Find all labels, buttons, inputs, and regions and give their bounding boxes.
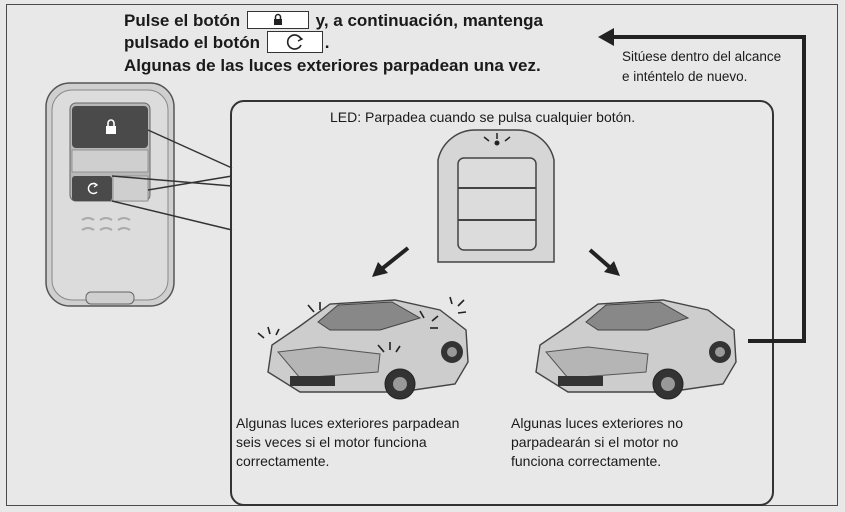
instruction-text-part: . — [324, 33, 330, 52]
caption-line: funciona correctamente. — [511, 453, 662, 469]
retry-note-line: e inténtelo de nuevo. — [622, 69, 748, 84]
caption-line: seis veces si el motor funciona — [236, 434, 427, 450]
led-indicator — [494, 140, 500, 146]
retry-note: Sitúese dentro del alcance e inténtelo d… — [622, 47, 822, 87]
car-flashing-lights — [257, 296, 469, 400]
caption-engine-ok: Algunas luces exteriores parpadean seis … — [236, 414, 506, 471]
instruction-line-3: Algunas de las luces exteriores parpadea… — [124, 55, 541, 75]
instruction-text-part: Pulse el botón — [124, 11, 241, 30]
retry-arrow-head — [598, 28, 614, 46]
retry-note-line: Sitúese dentro del alcance — [622, 49, 782, 64]
caption-line: correctamente. — [236, 453, 330, 469]
instruction-text-part: y, a continuación, mantenga — [315, 11, 543, 30]
light-flash-icons — [257, 296, 467, 353]
led-flash-icon — [483, 133, 511, 142]
fob-closeup — [437, 129, 555, 263]
instruction-line-2: pulsado el botón . — [124, 30, 543, 55]
remote-start-icon — [87, 182, 99, 195]
caption-line: parpadearán si el motor no — [511, 434, 679, 450]
instruction-text: Pulse el botón y, a continuación, manten… — [124, 10, 543, 77]
caption-line: Algunas luces exteriores parpadean — [236, 415, 460, 431]
arrow-left-down — [372, 246, 410, 277]
arrow-right-down — [588, 248, 620, 276]
lock-icon — [106, 119, 116, 134]
car-no-lights — [535, 299, 737, 400]
remote-start-button-inline-icon — [266, 30, 323, 53]
retry-arrow — [604, 35, 806, 343]
lock-button-inline-icon — [246, 10, 309, 29]
led-label: LED: Parpadea cuando se pulsa cualquier … — [330, 109, 636, 125]
caption-line: Algunas luces exteriores no — [511, 415, 683, 431]
key-fob — [45, 82, 175, 307]
instruction-text-part: pulsado el botón — [124, 33, 260, 52]
instruction-line-1: Pulse el botón y, a continuación, manten… — [124, 10, 543, 32]
callout-lines — [111, 129, 233, 231]
caption-engine-fail: Algunas luces exteriores no parpadearán … — [511, 414, 761, 471]
